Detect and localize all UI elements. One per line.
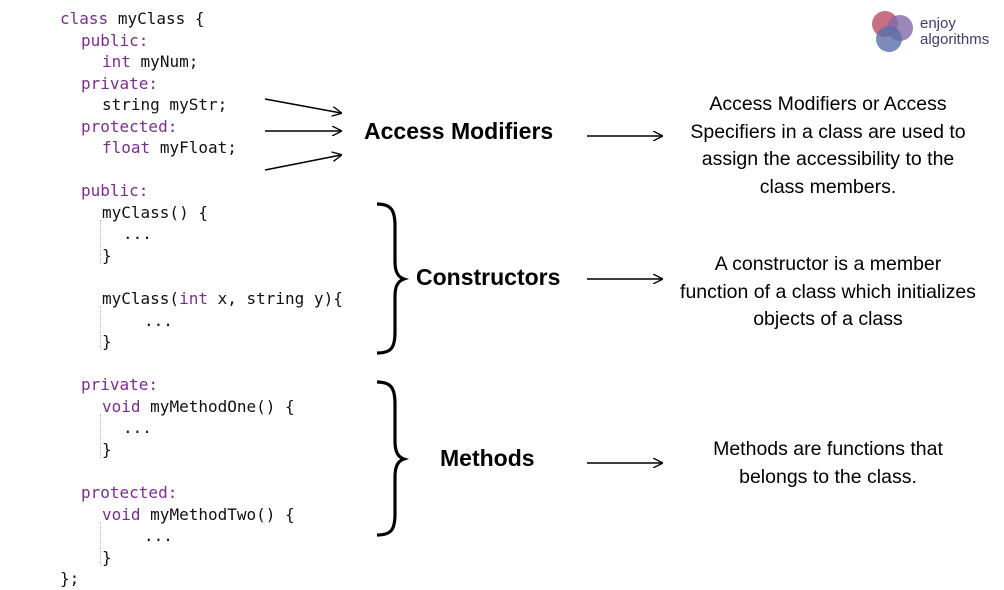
code-line-string-mystr: string myStr; [102, 95, 228, 114]
code-line-public: public: [81, 31, 149, 50]
arrow-float-to-label [264, 155, 341, 171]
code-listing: class myClass { public: int myNum; priva… [0, 0, 360, 590]
code-line-private-2: private: [81, 375, 159, 394]
code-line-protected-2: protected: [81, 483, 178, 502]
label-access-modifiers: Access Modifiers [364, 118, 554, 144]
code-identifier: myClass( [102, 289, 180, 308]
description-access-modifiers: Access Modifiers or Access Specifiers in… [690, 93, 966, 198]
code-line-method-two: void myMethodTwo() { [102, 505, 295, 525]
code-identifier: myMethodOne() { [150, 397, 295, 416]
code-line-close-brace: } [102, 246, 112, 265]
code-identifier: x, string y){ [207, 289, 343, 308]
code-line-method-one: void myMethodOne() { [102, 397, 295, 417]
code-line-class-end: }; [60, 569, 80, 588]
code-line-ellipsis: ... [123, 224, 152, 243]
description-constructors: A constructor is a member function of a … [680, 253, 976, 330]
code-line-close-brace: } [102, 440, 112, 459]
description-methods: Methods are functions that belongs to th… [713, 438, 943, 488]
code-line-float-myfloat: float myFloat; [102, 138, 237, 158]
indent-guide [100, 522, 101, 566]
code-identifier: myFloat; [159, 138, 237, 157]
code-keyword: class [60, 9, 109, 28]
code-line-ellipsis: ... [144, 311, 173, 330]
code-keyword: int [179, 289, 208, 308]
code-line-private: private: [81, 74, 159, 93]
code-keyword: void [102, 505, 141, 524]
code-keyword: int [102, 52, 131, 71]
code-keyword: void [102, 397, 141, 416]
label-methods: Methods [440, 445, 535, 471]
code-line-int-mynum: int myNum; [102, 52, 198, 72]
label-constructors: Constructors [416, 264, 561, 290]
code-identifier: myMethodTwo() { [150, 505, 295, 524]
code-line-class-declaration: class myClass { [60, 9, 205, 29]
code-line-constructor-default: myClass() { [102, 203, 208, 222]
indent-guide [100, 220, 101, 264]
indent-guide [100, 414, 101, 458]
code-line-close-brace: } [102, 332, 112, 351]
code-line-protected: protected: [81, 117, 178, 136]
logo-text-enjoy: enjoy [920, 15, 956, 32]
code-identifier: myNum; [140, 52, 199, 71]
code-line-public-2: public: [81, 181, 149, 200]
code-line-ellipsis: ... [123, 418, 152, 437]
code-keyword: float [102, 138, 151, 157]
brace-methods [376, 380, 410, 537]
arrow-private-to-label [264, 98, 341, 113]
brace-constructors [376, 202, 410, 355]
indent-guide [100, 306, 101, 350]
logo-circles-icon [872, 11, 913, 52]
code-line-close-brace: } [102, 548, 112, 567]
code-line-ellipsis: ... [144, 526, 173, 545]
code-line-constructor-params: myClass(int x, string y){ [102, 289, 343, 309]
logo-text-algorithms: algorithms [920, 31, 990, 48]
code-class-name: myClass { [117, 9, 205, 28]
enjoyalgorithms-logo: enjoy algorithms [868, 8, 1000, 56]
